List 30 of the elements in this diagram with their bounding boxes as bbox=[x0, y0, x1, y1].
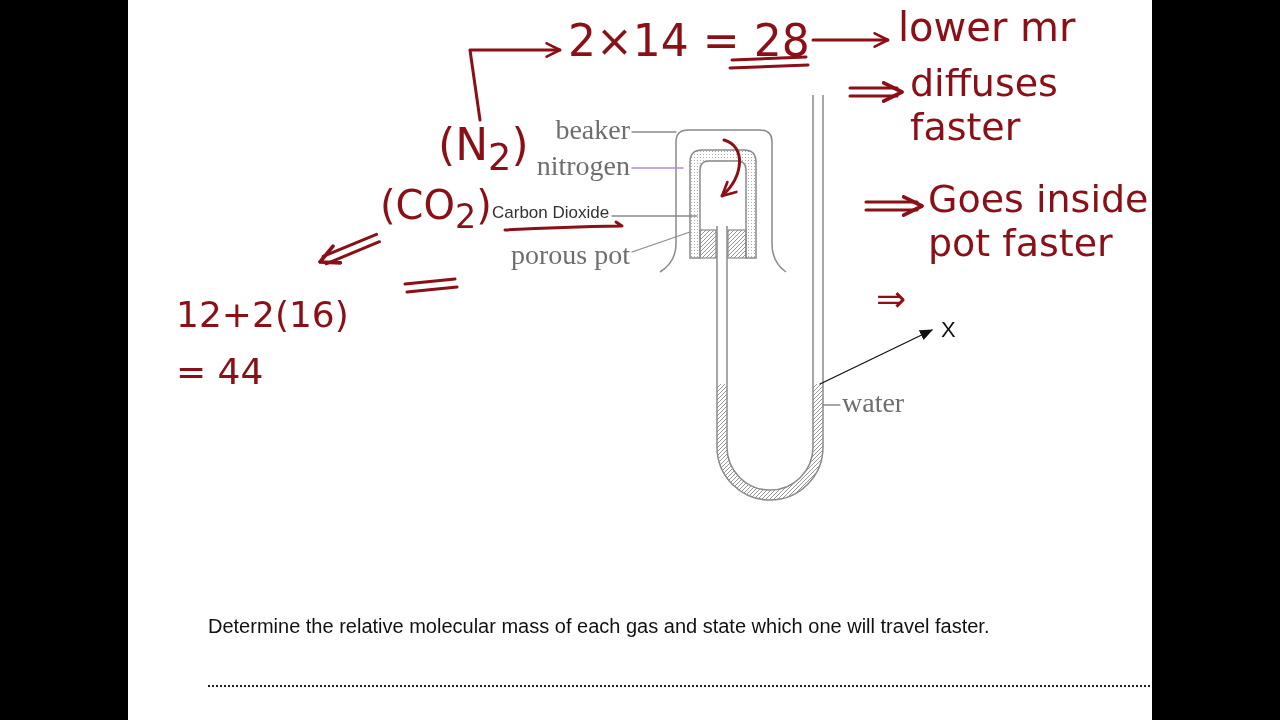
handwritten-note: lower mr bbox=[898, 4, 1076, 50]
handwritten-calculation: 2×14 = 28 bbox=[568, 16, 810, 67]
leader-line bbox=[631, 131, 677, 133]
question-text: Determine the relative molecular mass of each gas and state which one will travel faster. bbox=[208, 615, 990, 638]
part-label: water bbox=[842, 387, 905, 420]
part-label: beaker bbox=[555, 114, 630, 147]
leader-line bbox=[611, 215, 698, 217]
beaker bbox=[659, 129, 787, 273]
curved-arrow bbox=[720, 138, 741, 198]
porous-pot bbox=[689, 149, 757, 259]
double-arrow bbox=[864, 195, 924, 217]
water bbox=[717, 384, 823, 500]
double-arrow bbox=[318, 232, 381, 266]
handwritten-note: diffuses faster bbox=[910, 62, 1072, 150]
part-label: Carbon Dioxide bbox=[492, 203, 610, 223]
part-label: porous pot bbox=[511, 239, 630, 272]
handwritten-formula: (CO$_{2}$) bbox=[380, 182, 492, 237]
handwritten-arrow-symbol: ⇒ bbox=[876, 278, 907, 320]
arrow bbox=[819, 329, 933, 385]
leader-line bbox=[631, 167, 684, 169]
arrow bbox=[811, 32, 890, 48]
handwritten-calculation: 12+2(16) = 44 bbox=[176, 287, 362, 401]
double-arrow bbox=[848, 81, 904, 103]
point-label: X bbox=[941, 317, 956, 343]
leader-line bbox=[631, 231, 691, 253]
handwritten-note: Goes inside pot faster bbox=[928, 178, 1164, 266]
arrow bbox=[468, 42, 562, 122]
handwritten-formula: (N$_{2}$) bbox=[438, 120, 529, 179]
part-label: nitrogen bbox=[536, 150, 630, 183]
leader-line bbox=[822, 404, 841, 406]
